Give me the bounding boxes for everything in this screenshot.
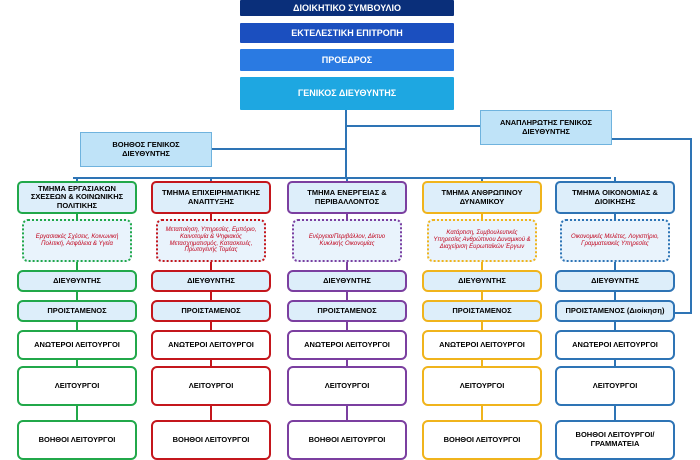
deputy-side-line-v [690, 138, 692, 313]
dept-row-assistant-officers-labour-relations: ΒΟΗΘΟΙ ΛΕΙΤΟΥΡΓΟΙ [17, 420, 137, 460]
dept-title-business-development: ΤΜΗΜΑ ΕΠΙΧΕΙΡΗΜΑΤΙΚΗΣ ΑΝΑΠΤΥΞΗΣ [151, 181, 271, 214]
dept-title-human-resources: ΤΜΗΜΑ ΑΝΘΡΩΠΙΝΟΥ ΔΥΝΑΜΙΚΟΥ [422, 181, 542, 214]
deputy-side-line-h [612, 138, 691, 140]
dept-row-senior-officers-finance-administration: ΑΝΩΤΕΡΟΙ ΛΕΙΤΟΥΡΓΟΙ [555, 330, 675, 360]
dept-description-labour-relations: Εργασιακές Σχέσεις, Κοινωνική Πολιτική, … [22, 219, 132, 262]
dept-row-connector-line [481, 406, 483, 420]
dept-description-energy-environment: Ενέργεια/Περιβάλλον, Δίκτυο Κυκλικής Οικ… [292, 219, 402, 262]
dept-row-director-energy-environment: ΔΙΕΥΘΥΝΤΗΣ [287, 270, 407, 292]
dept-row-assistant-officers-energy-environment: ΒΟΗΘΟΙ ΛΕΙΤΟΥΡΓΟΙ [287, 420, 407, 460]
dept-row-connector-line [346, 292, 348, 300]
president-box: ΠΡΟΕΔΡΟΣ [240, 49, 454, 71]
dept-row-connector-line [76, 406, 78, 420]
dept-row-officers-finance-administration: ΛΕΙΤΟΥΡΓΟΙ [555, 366, 675, 406]
dept-drop-line [76, 177, 78, 182]
dept-connector-line [210, 214, 212, 219]
dept-row-assistant-officers-human-resources: ΒΟΗΘΟΙ ΛΕΙΤΟΥΡΓΟΙ [422, 420, 542, 460]
dept-row-connector-line [210, 292, 212, 300]
dept-row-connector-line [210, 322, 212, 330]
dept-row-connector-line [76, 292, 78, 300]
dept-description-human-resources: Κατάρτιση, Συμβουλευτικές Υπηρεσίες Ανθρ… [427, 219, 537, 262]
dept-drop-line [346, 177, 348, 182]
dept-drop-line [210, 177, 212, 182]
dept-row-head-energy-environment: ΠΡΟΙΣΤΑΜΕΝΟΣ [287, 300, 407, 322]
dept-row-assistant-officers-finance-administration: ΒΟΗΘΟΙ ΛΕΙΤΟΥΡΓΟΙ/ ΓΡΑΜΜΑΤΕΙΑ [555, 420, 675, 460]
dept-row-connector-line [346, 406, 348, 420]
dept-row-senior-officers-human-resources: ΑΝΩΤΕΡΟΙ ΛΕΙΤΟΥΡΓΟΙ [422, 330, 542, 360]
dept-row-officers-human-resources: ΛΕΙΤΟΥΡΓΟΙ [422, 366, 542, 406]
dept-title-labour-relations: ΤΜΗΜΑ ΕΡΓΑΣΙΑΚΩΝ ΣΧΕΣΕΩΝ & ΚΟΙΝΩΝΙΚΗΣ ΠΟ… [17, 181, 137, 214]
assistant-link-line [212, 148, 346, 150]
dept-connector-line [346, 214, 348, 219]
dept-row-connector-line [346, 322, 348, 330]
dept-connector-line [210, 262, 212, 270]
dept-row-director-finance-administration: ΔΙΕΥΘΥΝΤΗΣ [555, 270, 675, 292]
dept-connector-line [481, 262, 483, 270]
dept-connector-line [481, 214, 483, 219]
dept-row-head-business-development: ΠΡΟΙΣΤΑΜΕΝΟΣ [151, 300, 271, 322]
dept-row-assistant-officers-business-development: ΒΟΗΘΟΙ ΛΕΙΤΟΥΡΓΟΙ [151, 420, 271, 460]
dept-bus-line [73, 177, 611, 179]
dept-row-connector-line [614, 360, 616, 366]
dept-row-head-labour-relations: ΠΡΟΙΣΤΑΜΕΝΟΣ [17, 300, 137, 322]
dept-row-director-human-resources: ΔΙΕΥΘΥΝΤΗΣ [422, 270, 542, 292]
dept-drop-line [614, 177, 616, 182]
dept-connector-line [346, 262, 348, 270]
dept-row-connector-line [210, 406, 212, 420]
general-manager-box: ΓΕΝΙΚΟΣ ΔΙΕΥΘΥΝΤΗΣ [240, 77, 454, 110]
dept-row-connector-line [76, 322, 78, 330]
dept-row-director-labour-relations: ΔΙΕΥΘΥΝΤΗΣ [17, 270, 137, 292]
dept-connector-line [614, 214, 616, 219]
dept-title-finance-administration: ΤΜΗΜΑ ΟΙΚΟΝΟΜΙΑΣ & ΔΙΟΙΚΗΣΗΣ [555, 181, 675, 214]
dept-row-officers-labour-relations: ΛΕΙΤΟΥΡΓΟΙ [17, 366, 137, 406]
dept-row-connector-line [614, 292, 616, 300]
dept-row-connector-line [481, 292, 483, 300]
dept-row-head-finance-administration: ΠΡΟΙΣΤΑΜΕΝΟΣ (Διοίκηση) [555, 300, 675, 322]
executive-committee-box: ΕΚΤΕΛΕΣΤΙΚΗ ΕΠΙΤΡΟΠΗ [240, 23, 454, 43]
deputy-side-line-h2 [667, 312, 692, 314]
deputy-link-line [346, 125, 480, 127]
dept-row-connector-line [481, 360, 483, 366]
dept-row-officers-energy-environment: ΛΕΙΤΟΥΡΓΟΙ [287, 366, 407, 406]
dept-row-connector-line [614, 322, 616, 330]
dept-row-connector-line [481, 322, 483, 330]
dept-description-finance-administration: Οικονομικές Μελέτες, Λογιστήριο, Γραμματ… [560, 219, 670, 262]
dept-row-connector-line [346, 360, 348, 366]
dept-row-connector-line [614, 406, 616, 420]
board-box: ΔΙΟΙΚΗΤΙΚΟ ΣΥΜΒΟΥΛΙΟ [240, 0, 454, 16]
dept-row-connector-line [210, 360, 212, 366]
dept-row-senior-officers-business-development: ΑΝΩΤΕΡΟΙ ΛΕΙΤΟΥΡΓΟΙ [151, 330, 271, 360]
gm-trunk-line [345, 110, 347, 178]
dept-connector-line [76, 214, 78, 219]
assistant-general-manager-box: ΒΟΗΘΟΣ ΓΕΝΙΚΟΣ ΔΙΕΥΘΥΝΤΗΣ [80, 132, 212, 167]
dept-row-director-business-development: ΔΙΕΥΘΥΝΤΗΣ [151, 270, 271, 292]
dept-row-head-human-resources: ΠΡΟΙΣΤΑΜΕΝΟΣ [422, 300, 542, 322]
dept-drop-line [481, 177, 483, 182]
dept-description-business-development: Μεταποίηση, Υπηρεσίες, Εμπόριο, Καινοτομ… [156, 219, 266, 262]
dept-connector-line [614, 262, 616, 270]
deputy-general-manager-box: ΑΝΑΠΛΗΡΩΤΗΣ ΓΕΝΙΚΟΣ ΔΙΕΥΘΥΝΤΗΣ [480, 110, 612, 145]
dept-title-energy-environment: ΤΜΗΜΑ ΕΝΕΡΓΕΙΑΣ & ΠΕΡΙΒΑΛΛΟΝΤΟΣ [287, 181, 407, 214]
dept-row-senior-officers-labour-relations: ΑΝΩΤΕΡΟΙ ΛΕΙΤΟΥΡΓΟΙ [17, 330, 137, 360]
dept-row-senior-officers-energy-environment: ΑΝΩΤΕΡΟΙ ΛΕΙΤΟΥΡΓΟΙ [287, 330, 407, 360]
dept-row-connector-line [76, 360, 78, 366]
dept-row-officers-business-development: ΛΕΙΤΟΥΡΓΟΙ [151, 366, 271, 406]
dept-connector-line [76, 262, 78, 270]
